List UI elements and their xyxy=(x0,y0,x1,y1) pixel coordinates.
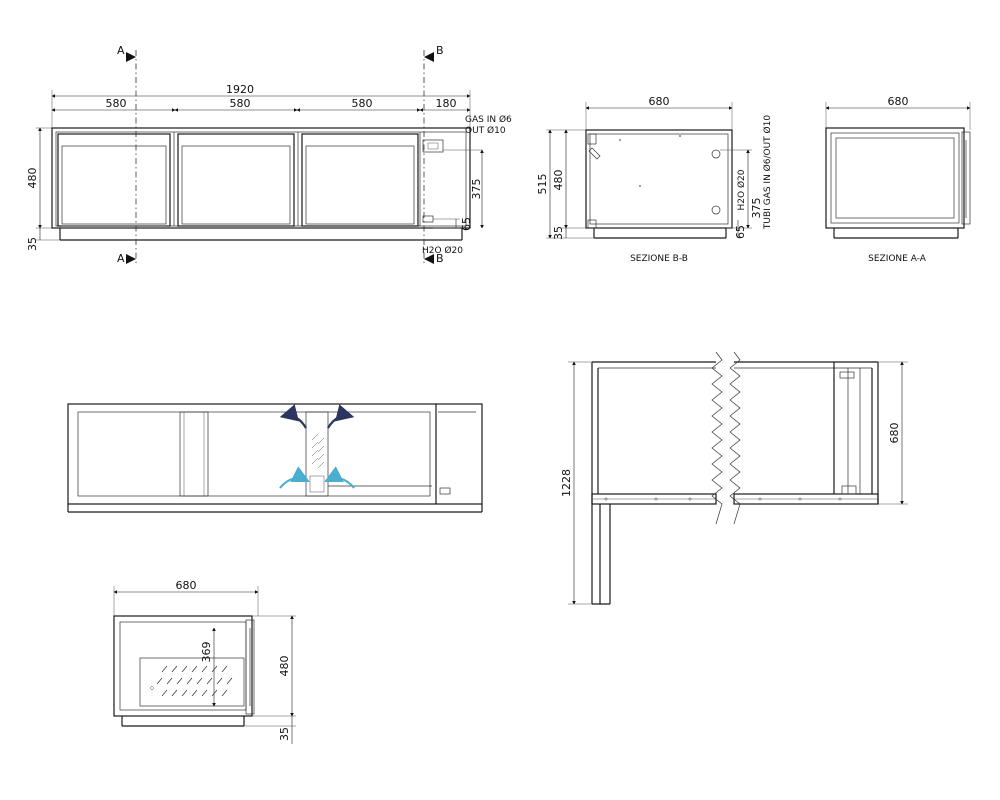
aa-width: 680 xyxy=(888,95,909,108)
bb-width: 680 xyxy=(649,95,670,108)
side-depth: 680 xyxy=(888,423,901,444)
dim-end-module: 180 xyxy=(436,97,457,110)
dim-base: 35 xyxy=(26,237,39,251)
dim-height: 480 xyxy=(26,168,39,189)
section-label-b-bottom: B xyxy=(436,252,444,265)
dim-375: 375 xyxy=(470,179,483,200)
ss-inner: 369 xyxy=(200,642,213,663)
section-label-a-top: A xyxy=(117,44,125,57)
aa-caption: SEZIONE A-A xyxy=(868,254,927,264)
side-length: 1228 xyxy=(560,469,573,497)
coil-slots xyxy=(311,433,325,469)
bb-base: 35 xyxy=(552,226,565,240)
water-label: H2O Ø20 xyxy=(422,245,463,256)
plan-view xyxy=(67,403,483,513)
ss-height: 480 xyxy=(278,656,291,677)
side-view: 1228 680 xyxy=(560,351,908,605)
bb-h2o: H2O Ø20 xyxy=(736,169,747,210)
dim-module-3: 580 xyxy=(352,97,373,110)
dim-module-1: 580 xyxy=(106,97,127,110)
gas-in-label: GAS IN Ø6 xyxy=(465,114,512,125)
section-label-b-top: B xyxy=(436,44,444,57)
door-1 xyxy=(57,133,171,227)
front-view: 1920 580 580 580 180 xyxy=(26,44,512,265)
ss-base: 35 xyxy=(278,727,291,741)
small-section: 680 xyxy=(113,579,296,744)
bb-dim-375: 375 xyxy=(750,198,763,219)
dim-65: 65 xyxy=(460,217,473,231)
bb-caption: SEZIONE B-B xyxy=(630,254,688,264)
perforations xyxy=(150,665,233,697)
cabinet-body xyxy=(51,127,471,229)
bb-tubi: TUBI GAS IN Ø6/OUT Ø10 xyxy=(762,115,773,230)
airflow-arrows xyxy=(279,404,355,489)
ss-width: 680 xyxy=(176,579,197,592)
dim-module-2: 580 xyxy=(230,97,251,110)
section-aa: 680 SEZIONE A-A xyxy=(825,95,971,264)
door-3 xyxy=(301,133,419,227)
door-2 xyxy=(177,133,295,227)
section-label-a-bottom: A xyxy=(117,252,125,265)
bb-dim-65: 65 xyxy=(734,225,747,239)
gas-out-label: OUT Ø10 xyxy=(465,125,506,136)
bb-total-height: 515 xyxy=(536,174,549,195)
dim-total-width: 1920 xyxy=(226,83,254,96)
section-bb: 680 515 480 35 H2O Ø20 375 TUBI GAS IN Ø… xyxy=(536,95,773,264)
bb-height: 480 xyxy=(552,170,565,191)
